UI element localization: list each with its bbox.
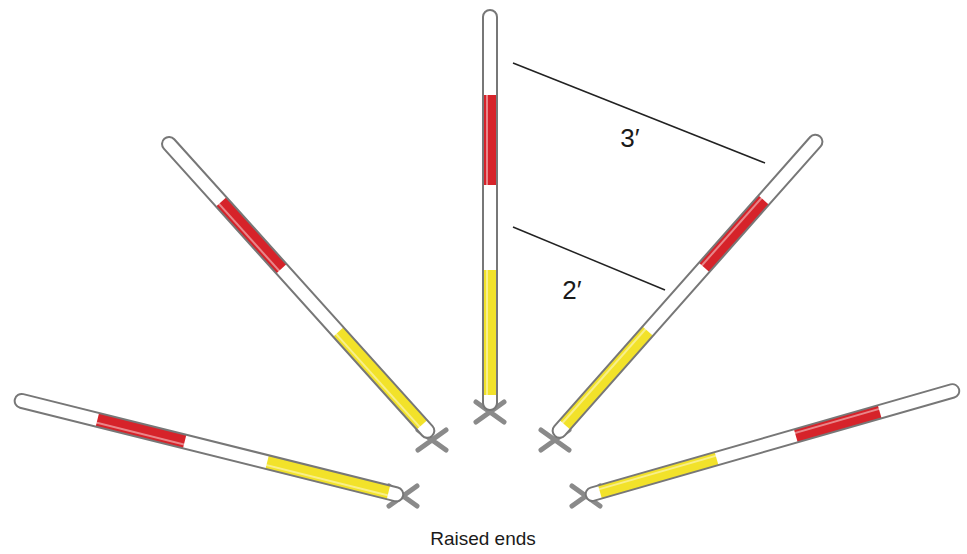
pole <box>159 134 437 441</box>
dimension-label: 2′ <box>562 277 581 303</box>
caption-label: Raised ends <box>430 529 536 548</box>
dimension-line <box>513 227 665 290</box>
pole <box>13 392 405 502</box>
dimension-line <box>513 63 765 163</box>
pole <box>483 10 497 410</box>
pole <box>550 132 826 441</box>
dimension-label: 3′ <box>620 125 639 151</box>
pole <box>584 383 961 503</box>
